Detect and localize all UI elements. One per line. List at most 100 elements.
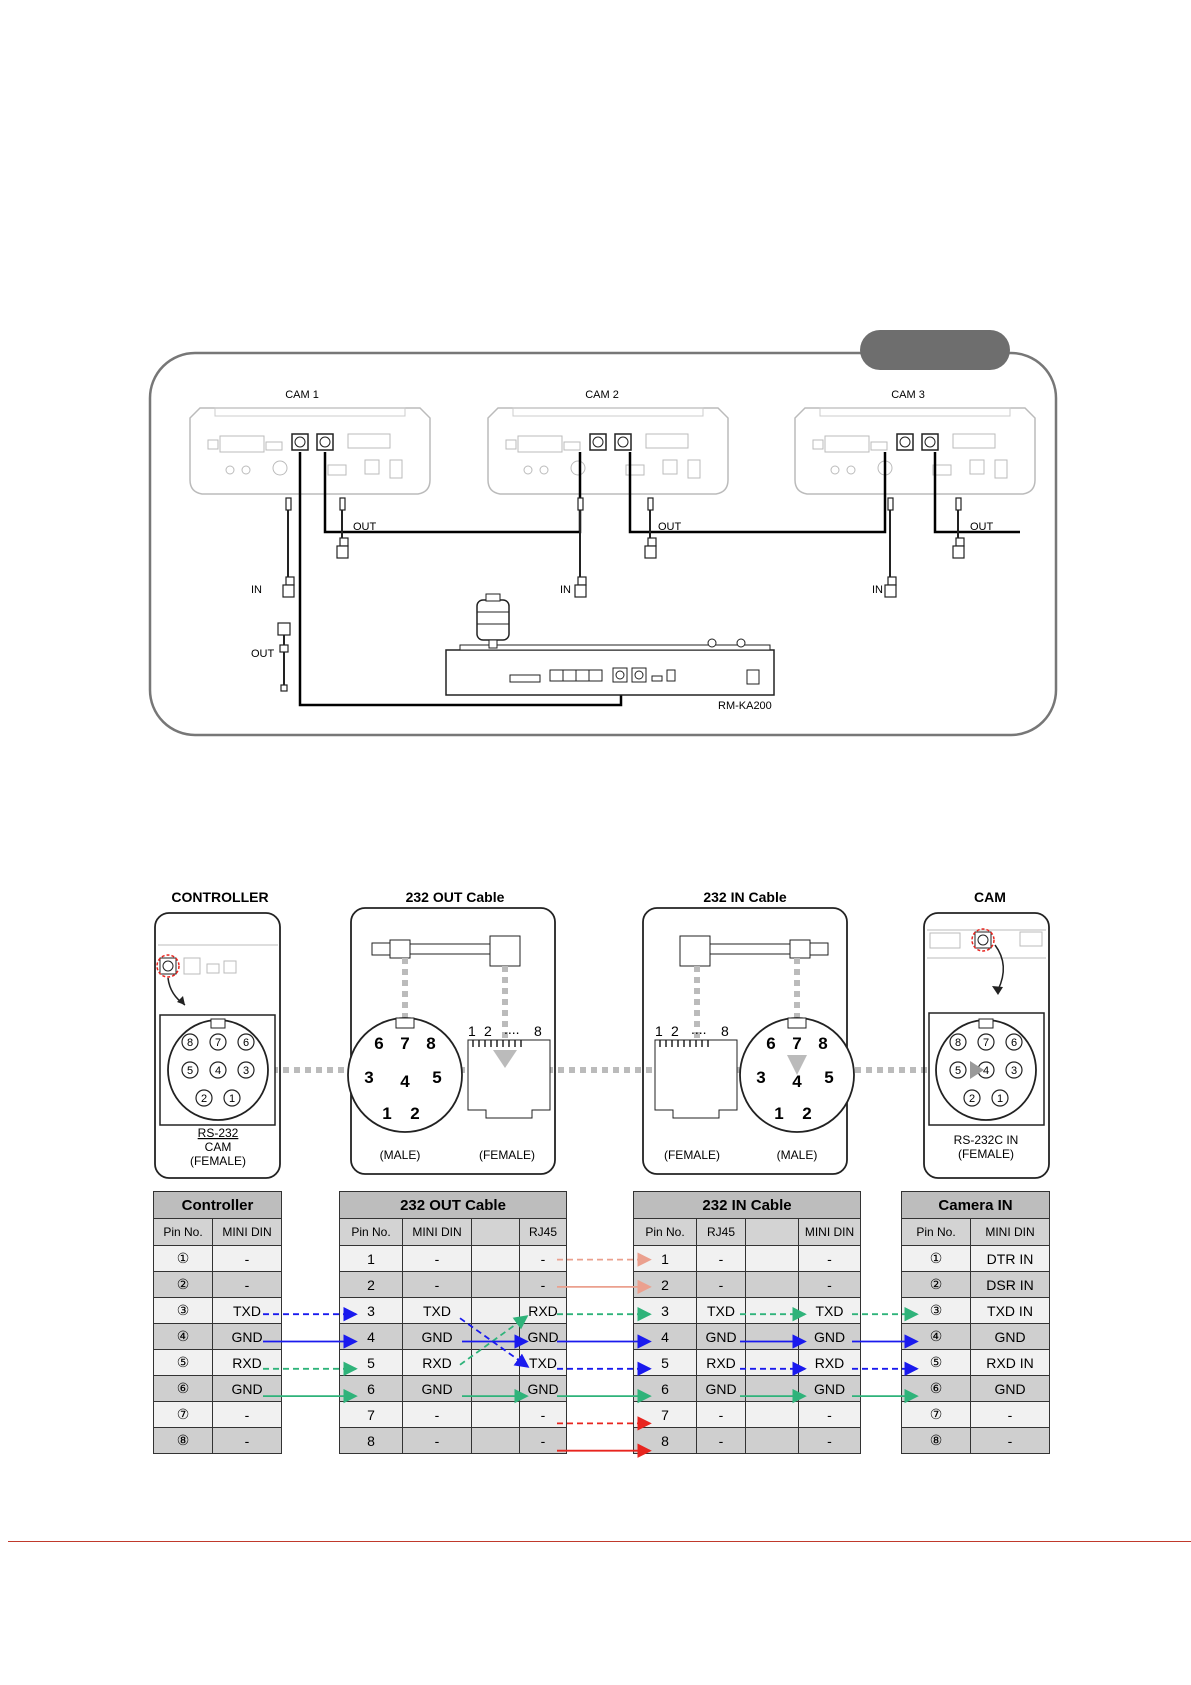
cam-panel [923,912,1050,1179]
controller-panel [154,912,281,1179]
table-cell: - [519,1401,567,1428]
out-cable [644,497,657,559]
table-cell: GND [402,1323,472,1350]
controller-caption-1: RS-232 [198,1126,239,1140]
wiring-arrows [263,1252,919,1458]
cam3-in-label: IN [872,584,883,596]
pin-number: 1 [997,1093,1003,1105]
table-cell: GND [970,1375,1050,1402]
footer-rule [8,1541,1191,1542]
cam3-out-label: OUT [970,521,994,533]
table-cell: ① [901,1245,971,1272]
table-cell: - [519,1245,567,1272]
table-cell [471,1349,520,1376]
pin-number: 2 [410,1104,419,1123]
table-cell: ④ [153,1323,213,1350]
table-cell [471,1375,520,1402]
badge-pill [860,330,1010,370]
camera-unit [487,407,729,495]
out-male-label: (MALE) [380,1148,421,1162]
pin-number: 3 [756,1068,765,1087]
table-cell [471,1245,520,1272]
rj45-pin-number: 8 [534,1023,542,1039]
in-cable [884,497,897,598]
pin-number: 3 [1011,1065,1017,1077]
table-cell: DSR IN [970,1271,1050,1298]
camera-unit [794,407,1036,495]
cam-caption-1: RS-232C IN [954,1133,1019,1147]
table-cell: - [212,1245,282,1272]
in-cable [574,497,587,598]
rj45-pin-number: 1 [655,1023,663,1039]
controller-out-cable [277,622,291,692]
rj45-pin-number: 1 [468,1023,476,1039]
table-row: 1-- [339,1245,567,1272]
cam1-label: CAM 1 [285,389,319,401]
in-cable-section-title: 232 IN Cable [703,889,787,905]
pin-number: 5 [432,1068,441,1087]
in-cable-panel [642,907,848,1175]
rj45-pin-number: 2 [671,1023,679,1039]
table-cell: - [212,1271,282,1298]
pin-number: 1 [382,1104,391,1123]
in-female-label: (FEMALE) [664,1148,720,1162]
col-header: RJ45 [519,1218,567,1246]
table-row: 2-- [339,1271,567,1298]
table-row: ②- [153,1271,282,1298]
pin-number: 5 [824,1068,833,1087]
table-cell [745,1349,799,1376]
out-cable [336,497,349,559]
col-header [745,1218,799,1246]
pin-number: 2 [201,1093,207,1105]
daisy-chain-diagram: CAM 1 CAM 2 CAM 3 OUT OUT OUT IN IN IN O… [148,330,1058,737]
table-cell: - [696,1427,746,1454]
table-row: 8-- [339,1427,567,1454]
table-cell: - [696,1245,746,1272]
table-cell: - [519,1271,567,1298]
table-cell [471,1427,520,1454]
pin-number: 6 [1011,1037,1017,1049]
col-header: Pin No. [901,1218,971,1246]
table-cell: ⑧ [901,1427,971,1454]
in-cable [282,497,295,598]
pin-number: 7 [792,1034,801,1053]
col-header: MINI DIN [970,1218,1050,1246]
table-cell: - [696,1271,746,1298]
pin-number: 2 [969,1093,975,1105]
table-cell: TXD [212,1297,282,1324]
table-title: Camera IN [901,1191,1050,1219]
pin-number: 4 [400,1072,410,1091]
cam3-label: CAM 3 [891,389,925,401]
table-cell: ⑧ [153,1427,213,1454]
table-cell: RXD [402,1349,472,1376]
table-cell [471,1401,520,1428]
pin-number: 1 [774,1104,783,1123]
table-cell [745,1245,799,1272]
pin-number: 5 [955,1065,961,1077]
table-cell: GND [402,1375,472,1402]
out-cable-panel [350,907,556,1175]
in-cable-drawing [654,935,855,1133]
wire-arrow [459,1317,530,1368]
controller-caption-3: (FEMALE) [190,1154,246,1168]
rj45-ellipsis: .... [504,1021,520,1037]
table-cell: - [970,1401,1050,1428]
table-row: ⑧- [901,1427,1050,1454]
col-header: MINI DIN [402,1218,472,1246]
table-cell: - [798,1401,861,1428]
pin-number: 8 [955,1037,961,1049]
cam2-in-label: IN [560,584,571,596]
table-cell: - [696,1401,746,1428]
table-cell: 1 [339,1245,403,1272]
col-header: Pin No. [153,1218,213,1246]
table-cell: GND [798,1375,861,1402]
col-header: Pin No. [339,1218,403,1246]
controller-caption-2: CAM [205,1140,232,1154]
table-cell: - [402,1245,472,1272]
